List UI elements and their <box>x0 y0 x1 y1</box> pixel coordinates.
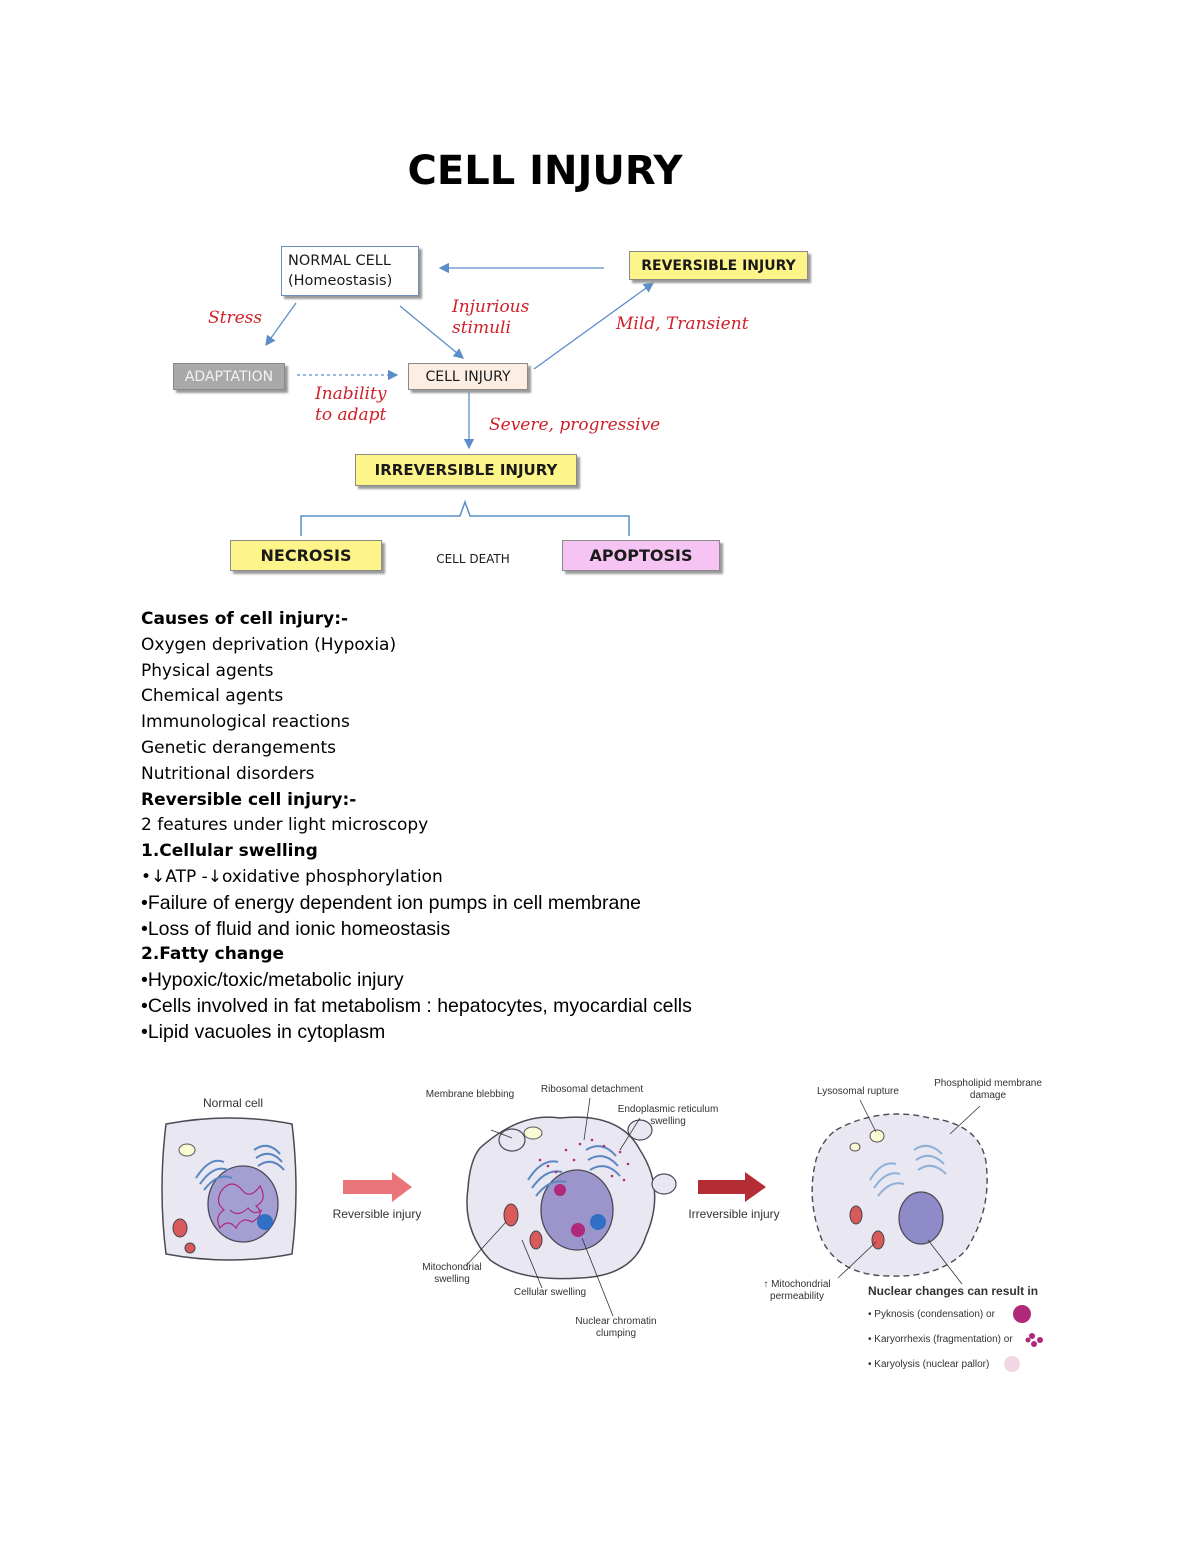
cause-item: Chemical agents <box>141 686 284 707</box>
nuclear-chromatin-caption: Nuclear chromatin clumping <box>564 1316 668 1340</box>
swelling-point: •Loss of fluid and ionic homeostasis <box>141 917 451 940</box>
reversible-injury-caption: Reversible injury <box>332 1207 422 1221</box>
arrow-normal-to-adaptation <box>265 302 297 347</box>
mito-perm-line-2: permeability <box>770 1291 824 1302</box>
fatty-point: •Hypoxic/toxic/metabolic injury <box>141 969 404 992</box>
er-swelling-caption: Endoplasmic reticulum swelling <box>610 1104 726 1128</box>
irreversible-injury-label: IRREVERSIBLE INJURY <box>374 461 558 479</box>
phospholipid-line-1: Phospholipid membrane <box>934 1078 1042 1089</box>
ribosomal-detachment-caption: Ribosomal detachment <box>540 1084 644 1095</box>
lysosomal-rupture-caption: Lysosomal rupture <box>817 1086 899 1097</box>
causes-heading: Causes of cell injury:- <box>141 609 349 629</box>
nuclear-chromatin-line-2: clumping <box>595 1328 637 1339</box>
phospholipid-line-2: damage <box>969 1090 1007 1101</box>
homeostasis-label: (Homeostasis) <box>288 273 393 289</box>
fatty-heading: 2.Fatty change <box>141 944 285 965</box>
adaptation-box: ADAPTATION <box>173 363 285 390</box>
er-swelling-line-1: Endoplasmic reticulum <box>617 1104 719 1115</box>
swelling-point: •↓ATP -↓oxidative phosphorylation <box>141 866 443 887</box>
cell-injury-box: CELL INJURY <box>408 363 528 390</box>
inability-line-2: to adapt <box>315 405 387 425</box>
cause-item: Oxygen deprivation (Hypoxia) <box>141 634 397 655</box>
irreversible-cell-drawing <box>811 1099 1043 1372</box>
er-swelling-line-2: swelling <box>650 1116 686 1127</box>
mito-swelling-caption: Mitochondrial swelling <box>414 1262 490 1286</box>
cause-item: Physical agents <box>141 660 274 681</box>
nuclear-chromatin-line-1: Nuclear chromatin <box>575 1316 657 1327</box>
cause-item: Nutritional disorders <box>141 763 315 784</box>
injurious-stimuli-label: Injurious stimuli <box>452 297 529 339</box>
apoptosis-box: APOPTOSIS <box>562 540 720 571</box>
adaptation-label: ADAPTATION <box>184 368 274 385</box>
mito-swelling-line-2: swelling <box>434 1274 470 1285</box>
reversible-cell-drawing <box>465 1097 677 1317</box>
irreversible-injury-box: IRREVERSIBLE INJURY <box>355 454 577 486</box>
cause-item: Genetic derangements <box>141 737 337 758</box>
stress-label: Stress <box>208 308 263 328</box>
mito-perm-line-1: ↑ Mitochondrial <box>763 1279 831 1290</box>
arrow-cell-injury-to-reversible <box>533 282 655 370</box>
reversible-heading: Reversible cell injury:- <box>141 789 357 810</box>
pyknosis-caption: • Pyknosis (condensation) or <box>868 1309 995 1320</box>
page-title: CELL INJURY <box>407 148 683 194</box>
membrane-blebbing-caption: Membrane blebbing <box>425 1089 515 1100</box>
necrosis-box: NECROSIS <box>230 540 382 571</box>
cell-death-brace <box>300 499 630 536</box>
irreversible-injury-caption: Irreversible injury <box>688 1207 780 1221</box>
karyorrhexis-icon <box>1025 1333 1043 1347</box>
fatty-point: •Cells involved in fat metabolism : hepa… <box>141 994 692 1017</box>
inability-to-adapt-label: Inability to adapt <box>315 384 386 426</box>
normal-cell-caption: Normal cell <box>202 1096 263 1110</box>
necrosis-label: NECROSIS <box>260 546 352 565</box>
mild-transient-label: Mild, Transient <box>616 314 749 334</box>
severe-progressive-label: Severe, progressive <box>489 415 661 435</box>
karyolysis-caption: • Karyolysis (nuclear pallor) <box>868 1359 990 1370</box>
nuclear-changes-heading: Nuclear changes can result in <box>868 1284 1039 1298</box>
injurious-line-2: stimuli <box>452 318 511 338</box>
reversible-arrow-shape <box>343 1172 412 1202</box>
irreversible-arrow-shape <box>698 1172 766 1202</box>
cell-injury-label: CELL INJURY <box>425 368 511 385</box>
karyolysis-icon <box>1004 1356 1020 1372</box>
features-intro: 2 features under light microscopy <box>141 815 429 836</box>
mito-permeability-caption: ↑ Mitochondrial permeability <box>750 1279 844 1303</box>
karyorrhexis-caption: • Karyorrhexis (fragmentation) or <box>868 1334 1013 1345</box>
mito-swelling-line-1: Mitochondrial <box>422 1262 482 1273</box>
normal-cell-label: NORMAL CELL <box>288 253 391 269</box>
cellular-swelling-caption: Cellular swelling <box>513 1287 587 1298</box>
phospholipid-caption: Phospholipid membrane damage <box>924 1078 1052 1102</box>
inability-line-1: Inability <box>315 384 387 404</box>
apoptosis-label: APOPTOSIS <box>589 546 693 565</box>
injurious-line-1: Injurious <box>452 297 530 317</box>
swelling-heading: 1.Cellular swelling <box>141 841 318 862</box>
reversible-injury-box: REVERSIBLE INJURY <box>629 251 808 280</box>
notes-block: Causes of cell injury:- Oxygen deprivati… <box>141 607 1041 1046</box>
cell-death-label: CELL DEATH <box>436 552 510 566</box>
cause-item: Immunological reactions <box>141 712 350 733</box>
fatty-point: •Lipid vacuoles in cytoplasm <box>141 1020 386 1043</box>
reversible-injury-label: REVERSIBLE INJURY <box>641 257 796 274</box>
pyknosis-icon <box>1013 1305 1031 1323</box>
swelling-point: •Failure of energy dependent ion pumps i… <box>141 891 642 914</box>
arrow-normal-to-cell-injury <box>399 305 465 359</box>
normal-cell-box: NORMAL CELL (Homeostasis) <box>281 246 419 296</box>
normal-cell-drawing <box>161 1117 297 1261</box>
flowchart-arrows <box>265 262 655 536</box>
